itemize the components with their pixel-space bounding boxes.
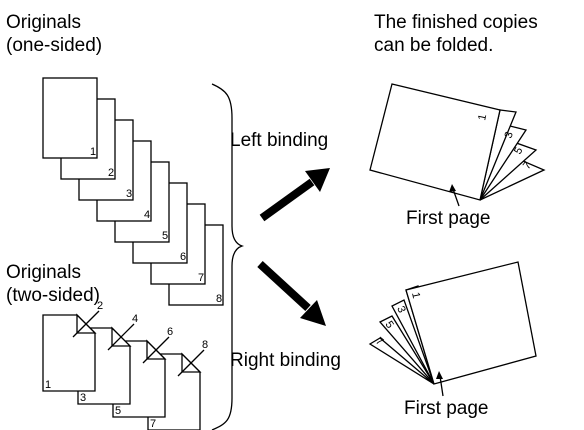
left-binding-label: Left binding [230, 130, 328, 151]
first-page-label-bottom: First page [404, 398, 488, 419]
finished-copies-title: The finished copies [374, 12, 538, 33]
booklet-page [391, 299, 435, 385]
back-side-pointer [72, 310, 100, 338]
back-side-pointer [142, 336, 170, 364]
originals-one-sided-subtitle: (one-sided) [6, 35, 102, 56]
back-page-number: 6 [167, 326, 173, 338]
back-side-pointer [177, 349, 205, 377]
arrow-up-right-icon [259, 168, 330, 222]
original-page-number: 2 [108, 167, 114, 179]
front-page-number: 7 [150, 418, 156, 430]
back-side-pointer [107, 323, 135, 351]
booklet-page-number: 1 [476, 113, 489, 121]
front-page-number: 1 [45, 379, 51, 391]
back-page-number: 4 [132, 313, 138, 325]
booklet-page-number: 3 [394, 304, 407, 314]
booklet-page-number: 3 [503, 130, 516, 140]
right-binding-booklet: 1 3 5 7 [368, 261, 537, 397]
arrow-down-right-icon [257, 261, 326, 326]
booklet-page-number: 5 [383, 319, 396, 331]
two-sided-originals-stack: 7 8 5 6 3 4 1 2 [42, 300, 208, 430]
left-binding-booklet: 1 3 5 7 [369, 83, 546, 207]
booklet-page-number: 1 [409, 291, 422, 299]
originals-two-sided-subtitle: (two-sided) [6, 285, 100, 306]
first-page-pointer [452, 188, 460, 207]
first-page-label-top: First page [406, 208, 490, 229]
original-page-number: 4 [144, 209, 150, 221]
first-page-pointer [439, 375, 444, 397]
original-page-number: 7 [198, 272, 204, 284]
booklet-cover [369, 83, 501, 201]
original-page-number: 8 [216, 293, 222, 305]
finished-copies-subtitle: can be folded. [374, 35, 493, 56]
original-page [42, 77, 98, 159]
two-sided-sheet [42, 314, 96, 392]
original-page-number: 6 [180, 251, 186, 263]
front-page-number: 3 [80, 392, 86, 404]
booklet-page-number: 5 [512, 145, 525, 156]
booklet-page [378, 315, 435, 385]
original-page-number: 3 [126, 188, 132, 200]
booklet-page [368, 337, 435, 385]
grouping-brace [211, 83, 245, 430]
front-page-number: 5 [115, 405, 121, 417]
original-page-number: 1 [90, 146, 96, 158]
originals-two-sided-title: Originals [6, 262, 81, 283]
right-binding-label: Right binding [230, 350, 341, 371]
original-page-number: 5 [162, 230, 168, 242]
booklet-cover [405, 261, 537, 385]
originals-one-sided-title: Originals [6, 12, 81, 33]
back-page-number: 2 [97, 300, 103, 312]
back-page-number: 8 [202, 339, 208, 351]
